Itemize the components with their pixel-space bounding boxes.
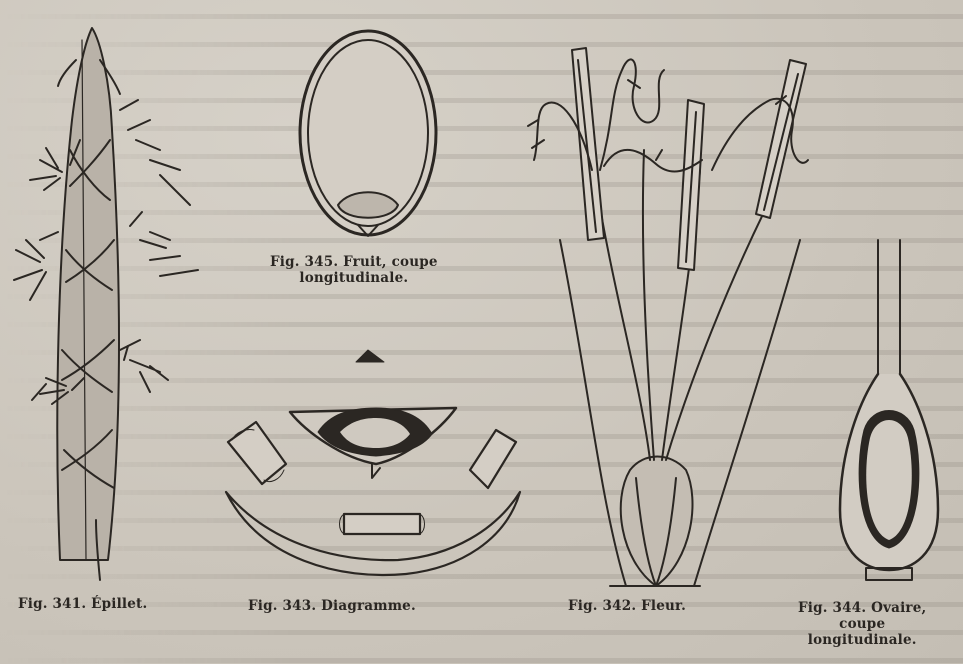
floral-diagram-drawing (226, 350, 520, 575)
fruit-section-drawing (300, 31, 436, 236)
caption-line: Fig. 341. Épillet. (18, 596, 147, 612)
caption-line: coupe (798, 616, 926, 632)
caption-fig-341: Fig. 341. Épillet. (18, 596, 147, 612)
spikelet-drawing (14, 28, 198, 580)
caption-line: longitudinale. (798, 632, 926, 648)
flower-drawing (528, 48, 808, 586)
caption-line: Fig. 342. Fleur. (568, 598, 686, 614)
caption-fig-342: Fig. 342. Fleur. (568, 598, 686, 614)
caption-fig-343: Fig. 343. Diagramme. (248, 598, 416, 614)
caption-line: longitudinale. (270, 270, 438, 286)
caption-line: Fig. 343. Diagramme. (248, 598, 416, 614)
caption-fig-345: Fig. 345. Fruit, coupe longitudinale. (270, 254, 438, 286)
caption-fig-344: Fig. 344. Ovaire, coupe longitudinale. (798, 600, 926, 648)
caption-line: Fig. 344. Ovaire, (798, 600, 926, 616)
caption-line: Fig. 345. Fruit, coupe (270, 254, 438, 270)
ovary-section-drawing (840, 240, 938, 580)
